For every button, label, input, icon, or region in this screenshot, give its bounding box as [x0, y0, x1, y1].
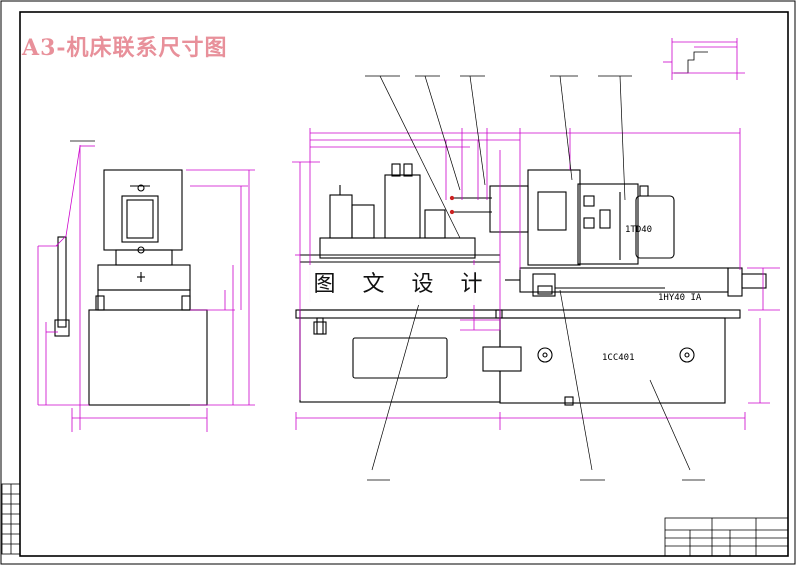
binding-strip-table: [1, 483, 21, 555]
watermark: 图 文 设 计: [308, 265, 498, 305]
inspection-hole-left: [537, 347, 553, 363]
inspection-hole-right: [679, 347, 695, 363]
side-view-dimensions: [37, 145, 255, 432]
side-view: [54, 169, 208, 406]
drawing-frame: [19, 11, 789, 557]
power-head: [527, 169, 581, 266]
unit-label-1hy40: 1HY40 IA: [658, 293, 702, 303]
multi-spindle-head: [489, 185, 529, 233]
unit-label-1cc401: 1CC401: [602, 353, 635, 363]
unit-label-1td40: 1TD40: [625, 225, 652, 235]
bed-access-panel: [352, 337, 448, 379]
title-block: [664, 517, 789, 557]
side-view-base: [88, 309, 208, 406]
front-view: [295, 163, 767, 406]
drawing-title: A3-机床联系尺寸图: [22, 35, 228, 61]
front-bed-left: [299, 309, 501, 403]
leader-lines: [70, 75, 705, 481]
front-view-dimensions: [292, 128, 780, 430]
orientation-sketch: [663, 38, 745, 80]
